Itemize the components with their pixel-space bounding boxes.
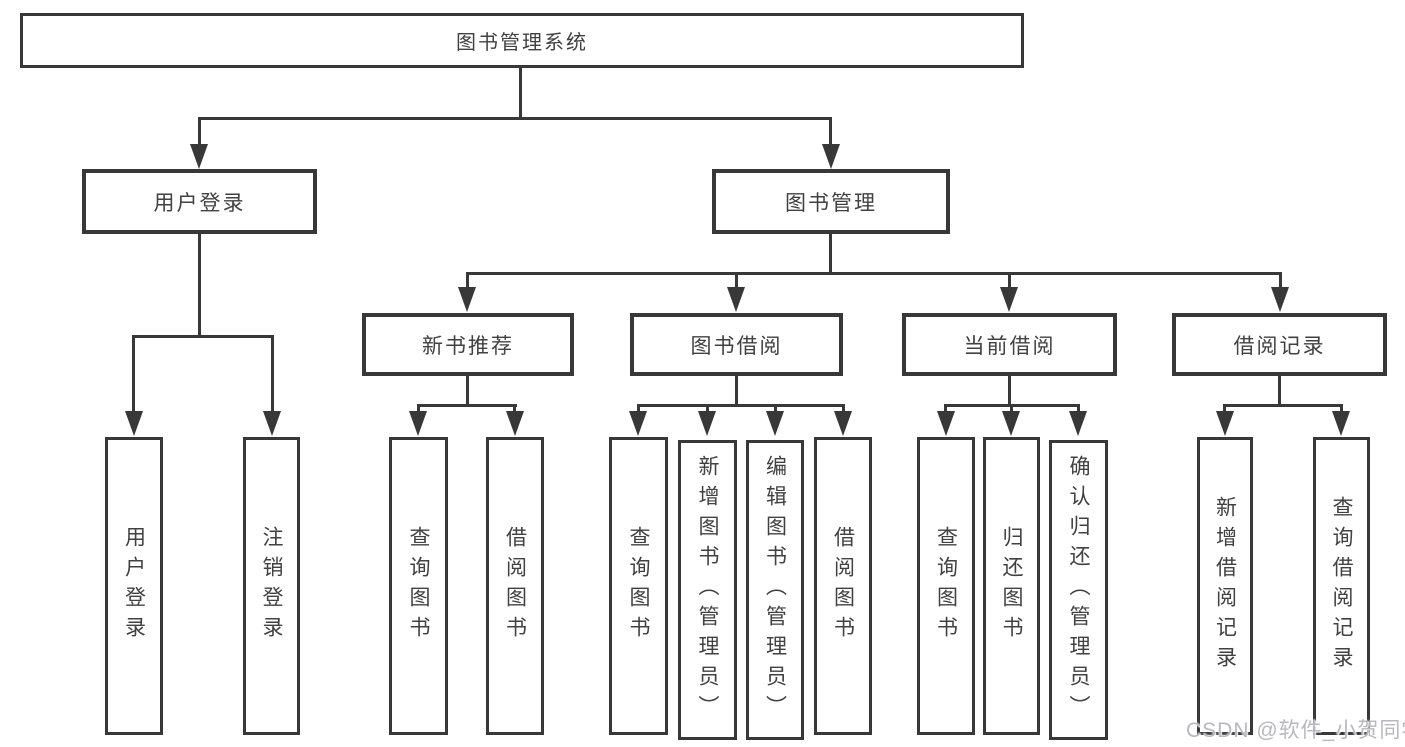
leaf-logout-label: 注销登录 [260,526,284,646]
leaf-borrow-books-1: 借阅图书 [486,437,544,735]
arrow-down-icon [937,411,955,436]
node-new-book-recommend-label: 新书推荐 [422,334,514,358]
connector-drop [842,404,845,413]
leaf-borrow-books-2-label: 借阅图书 [831,526,855,646]
arrow-down-icon [506,411,524,436]
connector-root-stem [519,68,522,119]
leaf-return-books: 归还图书 [983,437,1040,735]
node-book-management-label: 图书管理 [785,191,877,215]
arrow-down-icon [190,144,208,169]
node-new-book-recommend: 新书推荐 [362,313,574,376]
connector-drop-new-book [466,272,469,289]
leaf-add-borrow-record-label: 新增借阅记录 [1213,496,1237,676]
leaf-confirm-return-admin: 确认归还（管理员） [1049,440,1108,740]
connector-drop-user-login [198,117,201,147]
connector-drop [774,404,777,413]
connector-book-management-stem [829,234,832,275]
connector-drop [417,404,420,413]
leaf-query-books-2: 查询图书 [609,437,668,735]
csdn-watermark: CSDN @软件_小贺同学 [1186,719,1405,742]
leaf-add-book-admin-label: 新增图书（管理员） [696,455,720,725]
leaf-query-borrow-record: 查询借阅记录 [1313,437,1370,735]
arrow-down-icon [1332,411,1350,436]
connector-drop-leaf-user-login [132,335,135,413]
arrow-down-icon [1216,411,1234,436]
leaf-confirm-return-admin-label: 确认归还（管理员） [1067,455,1091,725]
connector-level1-rail [198,117,832,120]
leaf-edit-book-admin: 编辑图书（管理员） [746,440,804,740]
arrow-down-icon [458,287,476,312]
connector-drop [1223,404,1226,413]
connector-level2-rail [466,272,1281,275]
leaf-query-books-3-label: 查询图书 [934,526,958,646]
leaf-query-borrow-record-label: 查询借阅记录 [1330,496,1354,676]
arrow-down-icon [1069,411,1087,436]
leaf-query-books-1-label: 查询图书 [407,526,431,646]
arrow-down-icon [263,411,281,436]
arrow-down-icon [1000,287,1018,312]
node-borrowing-records: 借阅记录 [1172,313,1387,376]
connector-book-borrow-rail [637,404,845,407]
connector-user-login-stem [198,234,201,337]
node-current-borrowing: 当前借阅 [902,313,1117,376]
connector-drop [1077,404,1080,413]
node-book-borrowing: 图书借阅 [630,313,843,376]
arrow-down-icon [409,411,427,436]
connector-book-borrow-stem [735,376,738,406]
leaf-add-borrow-record: 新增借阅记录 [1197,437,1253,735]
connector-current-borrow-stem [1008,376,1011,406]
arrow-down-icon [727,287,745,312]
leaf-add-book-admin: 新增图书（管理员） [678,440,737,740]
leaf-query-books-3: 查询图书 [917,437,975,735]
leaf-edit-book-admin-label: 编辑图书（管理员） [763,455,787,725]
node-borrowing-records-label: 借阅记录 [1233,334,1326,358]
leaf-user-login-label: 用户登录 [122,526,146,646]
connector-drop-borrow-records [1279,272,1282,289]
connector-drop [1010,404,1013,413]
connector-new-book-rail [417,404,517,407]
connector-borrow-records-stem [1278,376,1281,406]
connector-drop [1340,404,1343,413]
arrow-down-icon [1271,287,1289,312]
node-library-system-label: 图书管理系统 [456,32,588,54]
leaf-query-books-2-label: 查询图书 [627,526,651,646]
connector-drop-leaf-logout [271,335,274,413]
connector-new-book-stem [466,376,469,406]
connector-drop [513,404,516,413]
node-library-system: 图书管理系统 [20,13,1024,68]
node-user-login: 用户登录 [82,169,317,234]
leaf-user-login: 用户登录 [105,437,163,735]
leaf-query-books-1: 查询图书 [389,437,448,735]
node-user-login-label: 用户登录 [153,191,246,215]
arrow-down-icon [822,144,840,169]
connector-drop [706,404,709,413]
arrow-down-icon [1002,411,1020,436]
leaf-logout: 注销登录 [243,437,300,735]
connector-user-login-rail [132,335,274,338]
connector-drop [637,404,640,413]
leaf-return-books-label: 归还图书 [1000,526,1024,646]
connector-borrow-records-rail [1224,404,1343,407]
connector-drop-book-borrow [735,272,738,289]
arrow-down-icon [125,411,143,436]
connector-drop-book-management [829,117,832,147]
arrow-down-icon [766,411,784,436]
arrow-down-icon [698,411,716,436]
leaf-borrow-books-1-label: 借阅图书 [503,526,527,646]
node-book-borrowing-label: 图书借阅 [690,334,783,358]
connector-drop-current-borrow [1008,272,1011,289]
connector-drop [944,404,947,413]
node-current-borrowing-label: 当前借阅 [963,334,1056,358]
arrow-down-icon [629,411,647,436]
node-book-management: 图书管理 [712,169,950,234]
arrow-down-icon [834,411,852,436]
leaf-borrow-books-2: 借阅图书 [814,437,872,735]
